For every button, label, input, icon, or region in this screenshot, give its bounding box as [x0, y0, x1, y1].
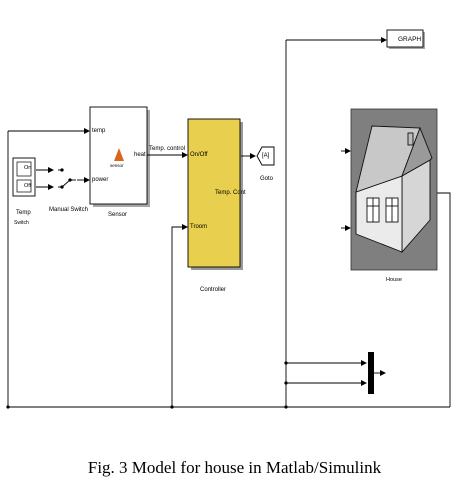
manual-switch-name: Manual Switch: [49, 207, 89, 213]
house-icon: [355, 125, 433, 254]
manual-switch-block[interactable]: [58, 168, 76, 189]
temp-switch-block[interactable]: [12, 157, 36, 197]
junction-dots: [6, 361, 288, 409]
sensor-name: Sensor: [108, 212, 128, 218]
goto-tag: [A]: [262, 153, 270, 159]
sensor-port-power: power: [92, 177, 109, 183]
mux-block[interactable]: [368, 352, 374, 394]
sensor-port-heat: heat: [134, 152, 146, 158]
controller-block[interactable]: [187, 118, 243, 270]
controller-port-tempcont: Temp. Cont: [215, 190, 246, 196]
line-house-output: [437, 192, 451, 407]
matlab-logo-icon: [114, 148, 124, 161]
graph-label: GRAPH: [398, 36, 422, 43]
goto-block[interactable]: [256, 146, 275, 166]
house-name: House: [386, 277, 402, 283]
house-block[interactable]: [350, 108, 438, 271]
signal-temp-control-label: Temp. control: [149, 146, 186, 152]
junction-dot: [170, 405, 174, 409]
sensor-inner-label: sensor: [110, 163, 124, 168]
junction-dot: [6, 405, 10, 409]
goto-name: Goto: [260, 176, 274, 182]
controller-port-onoff: On/Off: [190, 152, 208, 158]
temp-switch-off-label: Off: [24, 183, 32, 189]
signal-lines: [7, 37, 451, 408]
line-troom-feedback: [171, 224, 188, 407]
temp-switch-name-line1: Temp: [16, 210, 31, 216]
controller-name: Controller: [200, 287, 227, 293]
junction-dot: [284, 405, 288, 409]
temp-switch-name-line2: Switch: [14, 220, 29, 226]
junction-dot: [284, 361, 288, 365]
junction-dot: [284, 381, 288, 385]
graph-block[interactable]: [386, 29, 425, 49]
controller-port-troom: Troom: [190, 224, 208, 230]
figure-caption: Fig. 3 Model for house in Matlab/Simulin…: [87, 458, 382, 477]
temp-switch-on-label: On: [24, 165, 32, 171]
sensor-block[interactable]: [89, 106, 150, 207]
sensor-port-temp: temp: [92, 128, 106, 134]
